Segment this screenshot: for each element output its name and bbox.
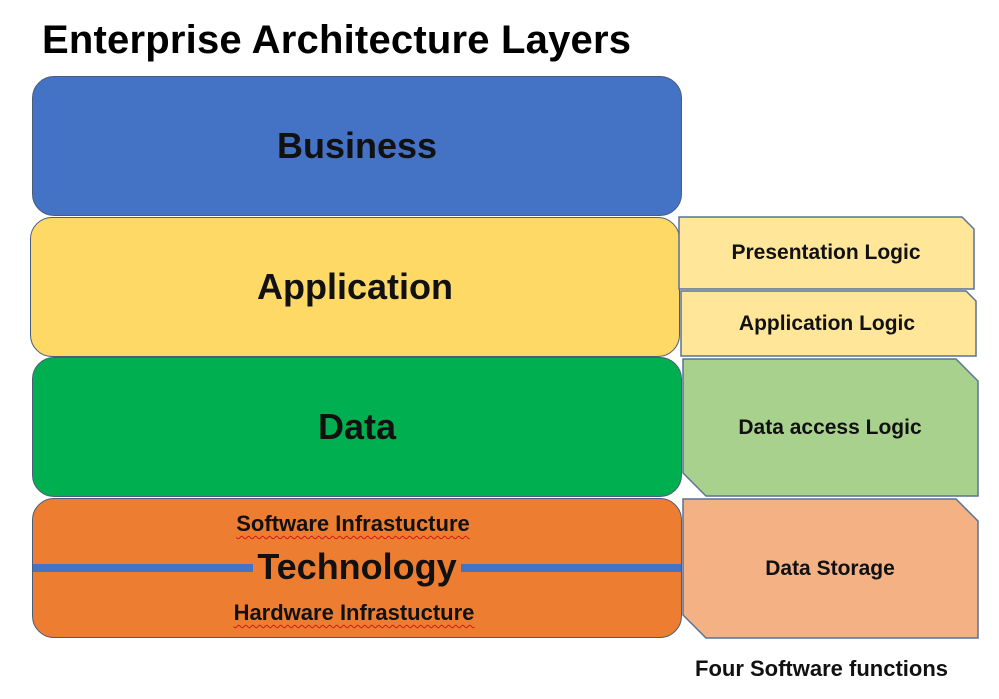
application-logic-box: Application Logic	[680, 290, 978, 358]
data-access-logic-label: Data access Logic	[738, 416, 922, 439]
data-storage-label: Data Storage	[765, 557, 895, 580]
technology-layer: Software Infrastucture Technology Hardwa…	[32, 498, 682, 638]
business-layer: Business	[32, 76, 682, 216]
technology-layer-label: Technology	[253, 546, 461, 587]
data-layer-label: Data	[317, 406, 397, 447]
data-storage-box: Data Storage	[682, 498, 980, 640]
data-access-logic-box: Data access Logic	[682, 358, 980, 498]
business-layer-label: Business	[276, 125, 438, 166]
data-layer: Data	[32, 357, 682, 497]
software-infrastructure-label: Software Infrastucture	[236, 511, 470, 536]
page-title: Enterprise Architecture Layers	[42, 18, 632, 62]
hardware-infrastructure-label: Hardware Infrastucture	[233, 600, 475, 625]
presentation-logic-label: Presentation Logic	[731, 241, 921, 264]
four-software-functions-caption: Four Software functions	[695, 656, 948, 681]
application-logic-label: Application Logic	[738, 312, 916, 335]
application-layer: Application	[30, 217, 680, 357]
application-layer-label: Application	[257, 266, 453, 307]
presentation-logic-box: Presentation Logic	[678, 216, 976, 290]
